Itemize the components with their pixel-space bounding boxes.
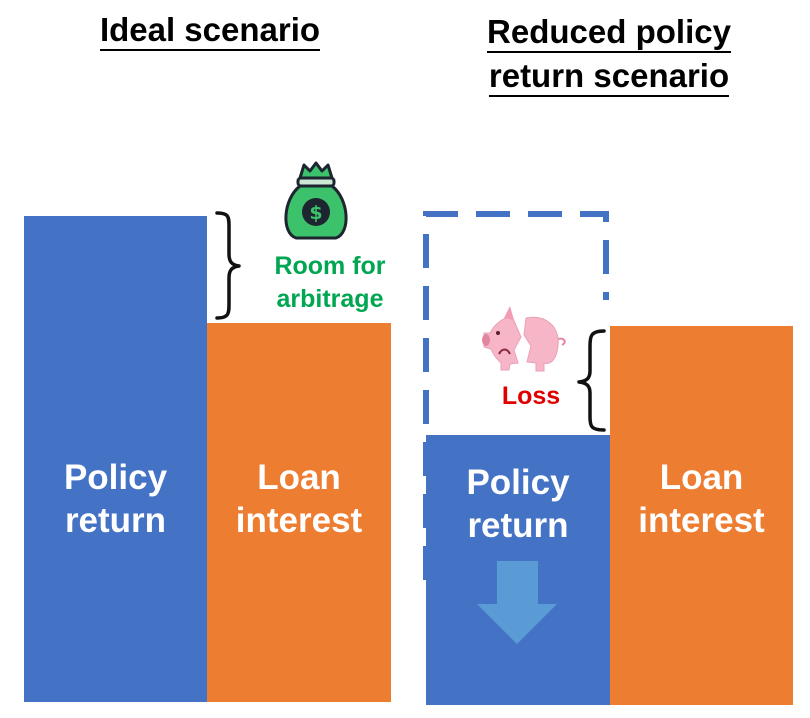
- svg-text:$: $: [309, 202, 322, 224]
- loss-note: Loss: [501, 382, 561, 410]
- arbitrage-brace: [215, 211, 241, 320]
- ideal-loan-interest-bar: Loan interest: [207, 323, 391, 702]
- reduced-loan-interest-label: Loan interest: [638, 458, 765, 540]
- room-for-arbitrage-note: Room for arbitrage: [274, 252, 386, 313]
- ideal-policy-return-label: Policy return: [63, 458, 168, 540]
- loss-brace: [577, 329, 606, 432]
- original-return-dashed-outline: [423, 211, 609, 580]
- reduced-loan-interest-bar: Loan interest: [610, 326, 793, 705]
- broken-piggy-bank-icon: [482, 306, 566, 372]
- ideal-scenario-title: Ideal scenario: [90, 8, 330, 52]
- ideal-loan-interest-label: Loan interest: [235, 458, 363, 540]
- reduced-scenario-title: Reduced policy return scenario: [470, 10, 748, 98]
- money-bag-dollar-icon: $: [284, 161, 348, 240]
- ideal-policy-return-bar: Policy return: [24, 216, 207, 702]
- reduced-scenario-title-line2: return scenario: [488, 57, 730, 97]
- reduced-scenario-title-line1: Reduced policy: [487, 13, 731, 53]
- down-arrow-icon: [477, 561, 557, 644]
- reduced-policy-return-label: Policy return: [466, 463, 570, 545]
